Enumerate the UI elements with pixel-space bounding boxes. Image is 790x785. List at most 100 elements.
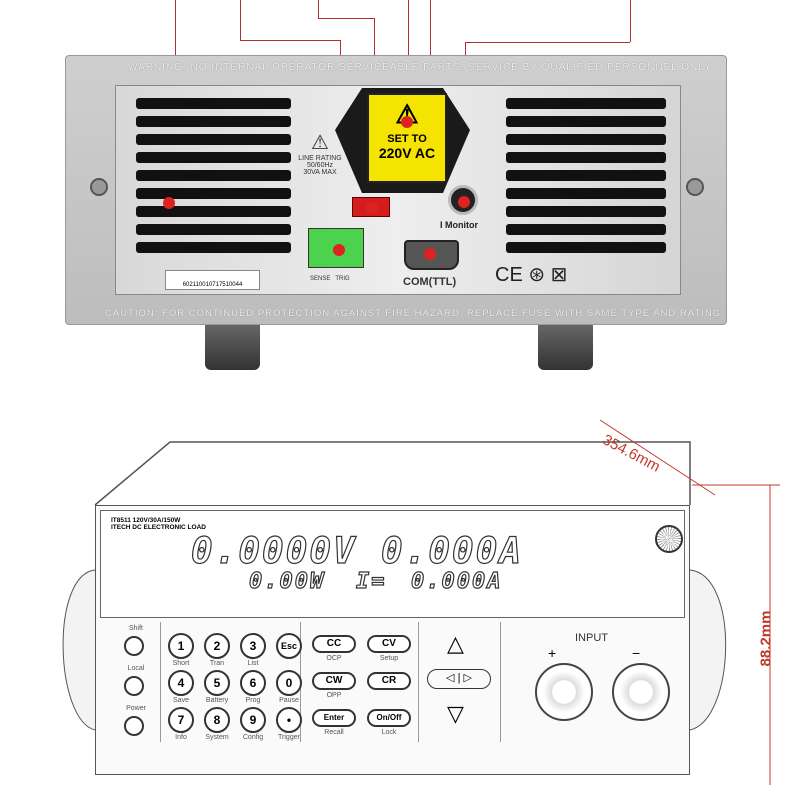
vent-slot [136, 170, 226, 181]
mode-key[interactable]: CR [367, 672, 411, 690]
power-reading: 0.00W [248, 568, 326, 594]
mode-key-label: OCP [326, 655, 342, 662]
keypad-key[interactable]: 9 [240, 707, 266, 733]
chassis-outline [62, 419, 780, 785]
vent-slot [221, 170, 291, 181]
vent-slot [506, 134, 591, 145]
vent-slot [136, 98, 226, 109]
vent-slot [581, 152, 666, 163]
side-button-local[interactable] [124, 676, 144, 696]
keypad-key[interactable]: 8 [204, 707, 230, 733]
up-arrow-icon[interactable]: △ [447, 631, 464, 656]
down-arrow-icon[interactable]: ▽ [447, 701, 464, 726]
voltage-selector-label: ⚠ SET TO 220V AC [367, 93, 447, 183]
line-rating: ⚠ LINE RATING 50/60Hz 30VA MAX [292, 130, 348, 176]
keypad-key-label: Short [172, 660, 190, 667]
vent-slot [136, 206, 226, 217]
callout-line [318, 18, 374, 19]
callout-line [240, 0, 241, 40]
terminal-labels: SENSE TRIG [310, 276, 350, 282]
display: IT8511 120V/30A/150W ITECH DC ELECTRONIC… [100, 510, 685, 618]
input-label: INPUT [575, 632, 608, 644]
keypad-key-label: List [247, 660, 259, 667]
mode-key[interactable]: CC [312, 635, 356, 653]
i-set-label: I= [355, 568, 387, 594]
vent-slot [221, 116, 291, 127]
line-rating-power: 30VA MAX [303, 169, 337, 176]
keypad-key-label: Pause [279, 697, 299, 704]
keypad-key[interactable]: 6 [240, 670, 266, 696]
keypad-key-label: Info [175, 734, 187, 741]
callout-line [318, 0, 319, 18]
keypad-key-label: Prog [245, 697, 261, 704]
sense-label: SENSE [310, 276, 331, 282]
vent-slot [136, 152, 226, 163]
vent-slot [581, 170, 666, 181]
warning-triangle-icon: ⚠ [311, 132, 329, 154]
vent-slot [581, 116, 666, 127]
callout-line [465, 42, 630, 43]
keypad-key[interactable]: • [276, 707, 302, 733]
divider [500, 622, 501, 742]
mode-key-label: Setup [379, 655, 399, 662]
side-button-label: Local [127, 665, 145, 672]
vent-slot [581, 98, 666, 109]
mode-key[interactable]: Enter [312, 709, 356, 727]
warning-text: WARNING: NO INTERNAL OPERATOR SERVICEABL… [128, 62, 715, 73]
model-line1: IT8511 120V/30A/150W [111, 517, 181, 524]
mode-key-label: OPP [326, 692, 342, 699]
vent-slot [221, 188, 291, 199]
height-dimension: 88.2mm [757, 610, 775, 667]
vent-slot [136, 134, 226, 145]
vent-slot [221, 152, 291, 163]
callout-dot [401, 116, 413, 128]
line-rating-freq: 50/60Hz [306, 162, 334, 169]
callout-dot [458, 196, 470, 208]
i-monitor-bnc[interactable] [448, 185, 478, 215]
screw-icon [686, 178, 704, 196]
ce-mark-icon: CE ⊛ ⊠ [495, 264, 568, 286]
mode-key[interactable]: CW [312, 672, 356, 690]
negative-terminal[interactable] [612, 663, 670, 721]
rotary-knob[interactable] [655, 525, 683, 553]
vent-slot [581, 134, 666, 145]
keypad-key[interactable]: 2 [204, 633, 230, 659]
line-rating-title: LINE RATING [298, 155, 342, 162]
keypad-key[interactable]: 4 [168, 670, 194, 696]
divider [418, 622, 419, 742]
vent-slot [221, 224, 291, 235]
left-right-keys[interactable]: ◁ | ▷ [427, 669, 491, 689]
current-reading: 0.000A [380, 530, 524, 572]
side-button-shift[interactable] [124, 636, 144, 656]
keypad-key[interactable]: 0 [276, 670, 302, 696]
keypad-key[interactable]: 5 [204, 670, 230, 696]
mode-key[interactable]: CV [367, 635, 411, 653]
callout-dot [424, 248, 436, 260]
vent-slot [136, 188, 226, 199]
keypad-key[interactable]: Esc [276, 633, 302, 659]
vent-slot [221, 134, 291, 145]
vent-slot [506, 224, 591, 235]
side-button-label: Shift [128, 625, 143, 632]
keypad-key[interactable]: 1 [168, 633, 194, 659]
com-port-label: COM(TTL) [403, 276, 457, 288]
sense-trigger-terminal[interactable] [308, 228, 364, 268]
barcode: 6021100107175100​44 [165, 270, 260, 290]
mode-key[interactable]: On/Off [367, 709, 411, 727]
keypad-key-label: Config [242, 734, 264, 741]
callout-dot [333, 244, 345, 256]
keypad-key[interactable]: 3 [240, 633, 266, 659]
foot [538, 325, 593, 370]
keypad-key[interactable]: 7 [168, 707, 194, 733]
vent-slot [221, 206, 291, 217]
i-set-reading: 0.000A [410, 568, 503, 594]
positive-terminal[interactable] [535, 663, 593, 721]
vent-slot [136, 224, 226, 235]
model-line2: ITECH DC ELECTRONIC LOAD [111, 524, 206, 531]
vent-slot [506, 98, 591, 109]
model-label: IT8511 120V/30A/150W ITECH DC ELECTRONIC… [111, 517, 206, 531]
keypad-key-label: Tran [209, 660, 225, 667]
callout-line [240, 40, 340, 41]
side-button-power[interactable] [124, 716, 144, 736]
vent-slot [136, 116, 226, 127]
